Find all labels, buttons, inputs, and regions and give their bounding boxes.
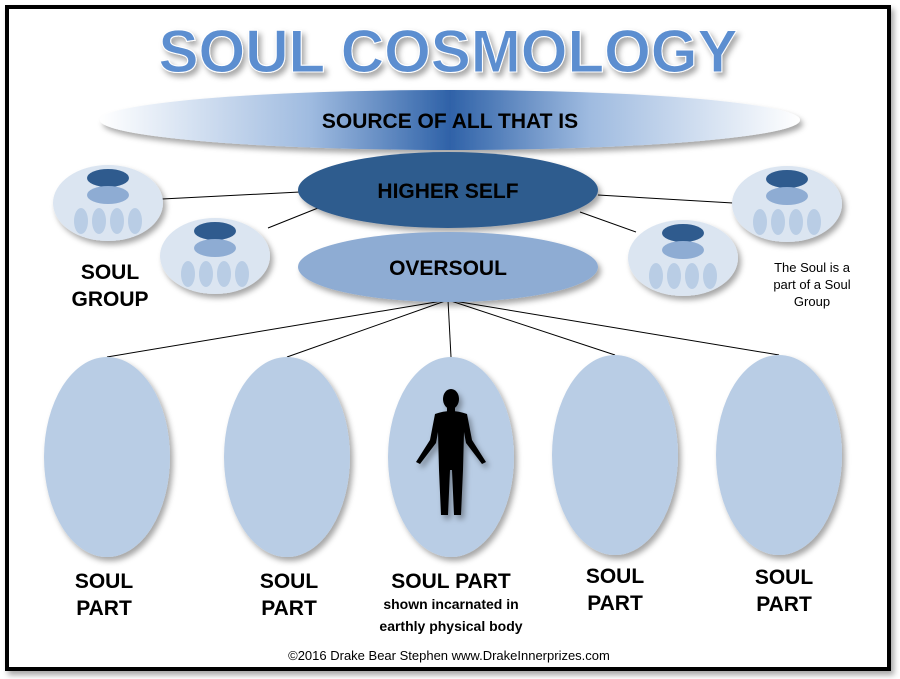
soul-part-ellipse bbox=[44, 357, 170, 557]
soul-part-label: PART bbox=[261, 597, 317, 620]
soul-part-label: SOUL bbox=[260, 570, 319, 593]
soul-group-note: The Soul is a bbox=[774, 260, 851, 275]
higher-self-ellipse bbox=[298, 152, 598, 228]
soul-group-note: Group bbox=[794, 294, 830, 309]
connector-lines bbox=[106, 191, 780, 358]
copyright-footer: ©2016 Drake Bear Stephen www.DrakeInnerp… bbox=[288, 648, 610, 663]
soul-group-icon bbox=[732, 166, 842, 242]
soul-part-ellipse bbox=[552, 355, 678, 555]
soul-group-label: GROUP bbox=[71, 288, 148, 311]
soul-group-label: SOUL bbox=[81, 261, 140, 284]
soul-part-ellipse bbox=[716, 355, 842, 555]
soul-part-label: PART bbox=[756, 593, 812, 616]
soul-part-caption: shown incarnated in bbox=[383, 596, 518, 612]
soul-group-icon bbox=[160, 218, 270, 294]
soul-part-caption: earthly physical body bbox=[379, 618, 522, 634]
soul-group-note: part of a Soul bbox=[773, 277, 850, 292]
higher-self-label: HIGHER SELF bbox=[377, 180, 518, 203]
soul-group-icon bbox=[53, 165, 163, 241]
soul-part-label: SOUL bbox=[755, 566, 814, 589]
soul-part-ellipse bbox=[224, 357, 350, 557]
title: SOUL COSMOLOGY bbox=[159, 18, 738, 85]
oversoul-ellipse bbox=[298, 232, 598, 302]
soul-part-label: SOUL bbox=[75, 570, 134, 593]
soul-group-icon bbox=[628, 220, 738, 296]
oversoul-label: OVERSOUL bbox=[389, 257, 507, 280]
soul-part-label: PART bbox=[587, 592, 643, 615]
source-label: SOURCE OF ALL THAT IS bbox=[322, 110, 578, 133]
soul-part-label: SOUL bbox=[586, 565, 645, 588]
source-ellipse bbox=[100, 90, 800, 150]
soul-part-label: SOUL PART bbox=[391, 570, 511, 593]
human-body-icon bbox=[416, 389, 486, 515]
soul-part-label: PART bbox=[76, 597, 132, 620]
